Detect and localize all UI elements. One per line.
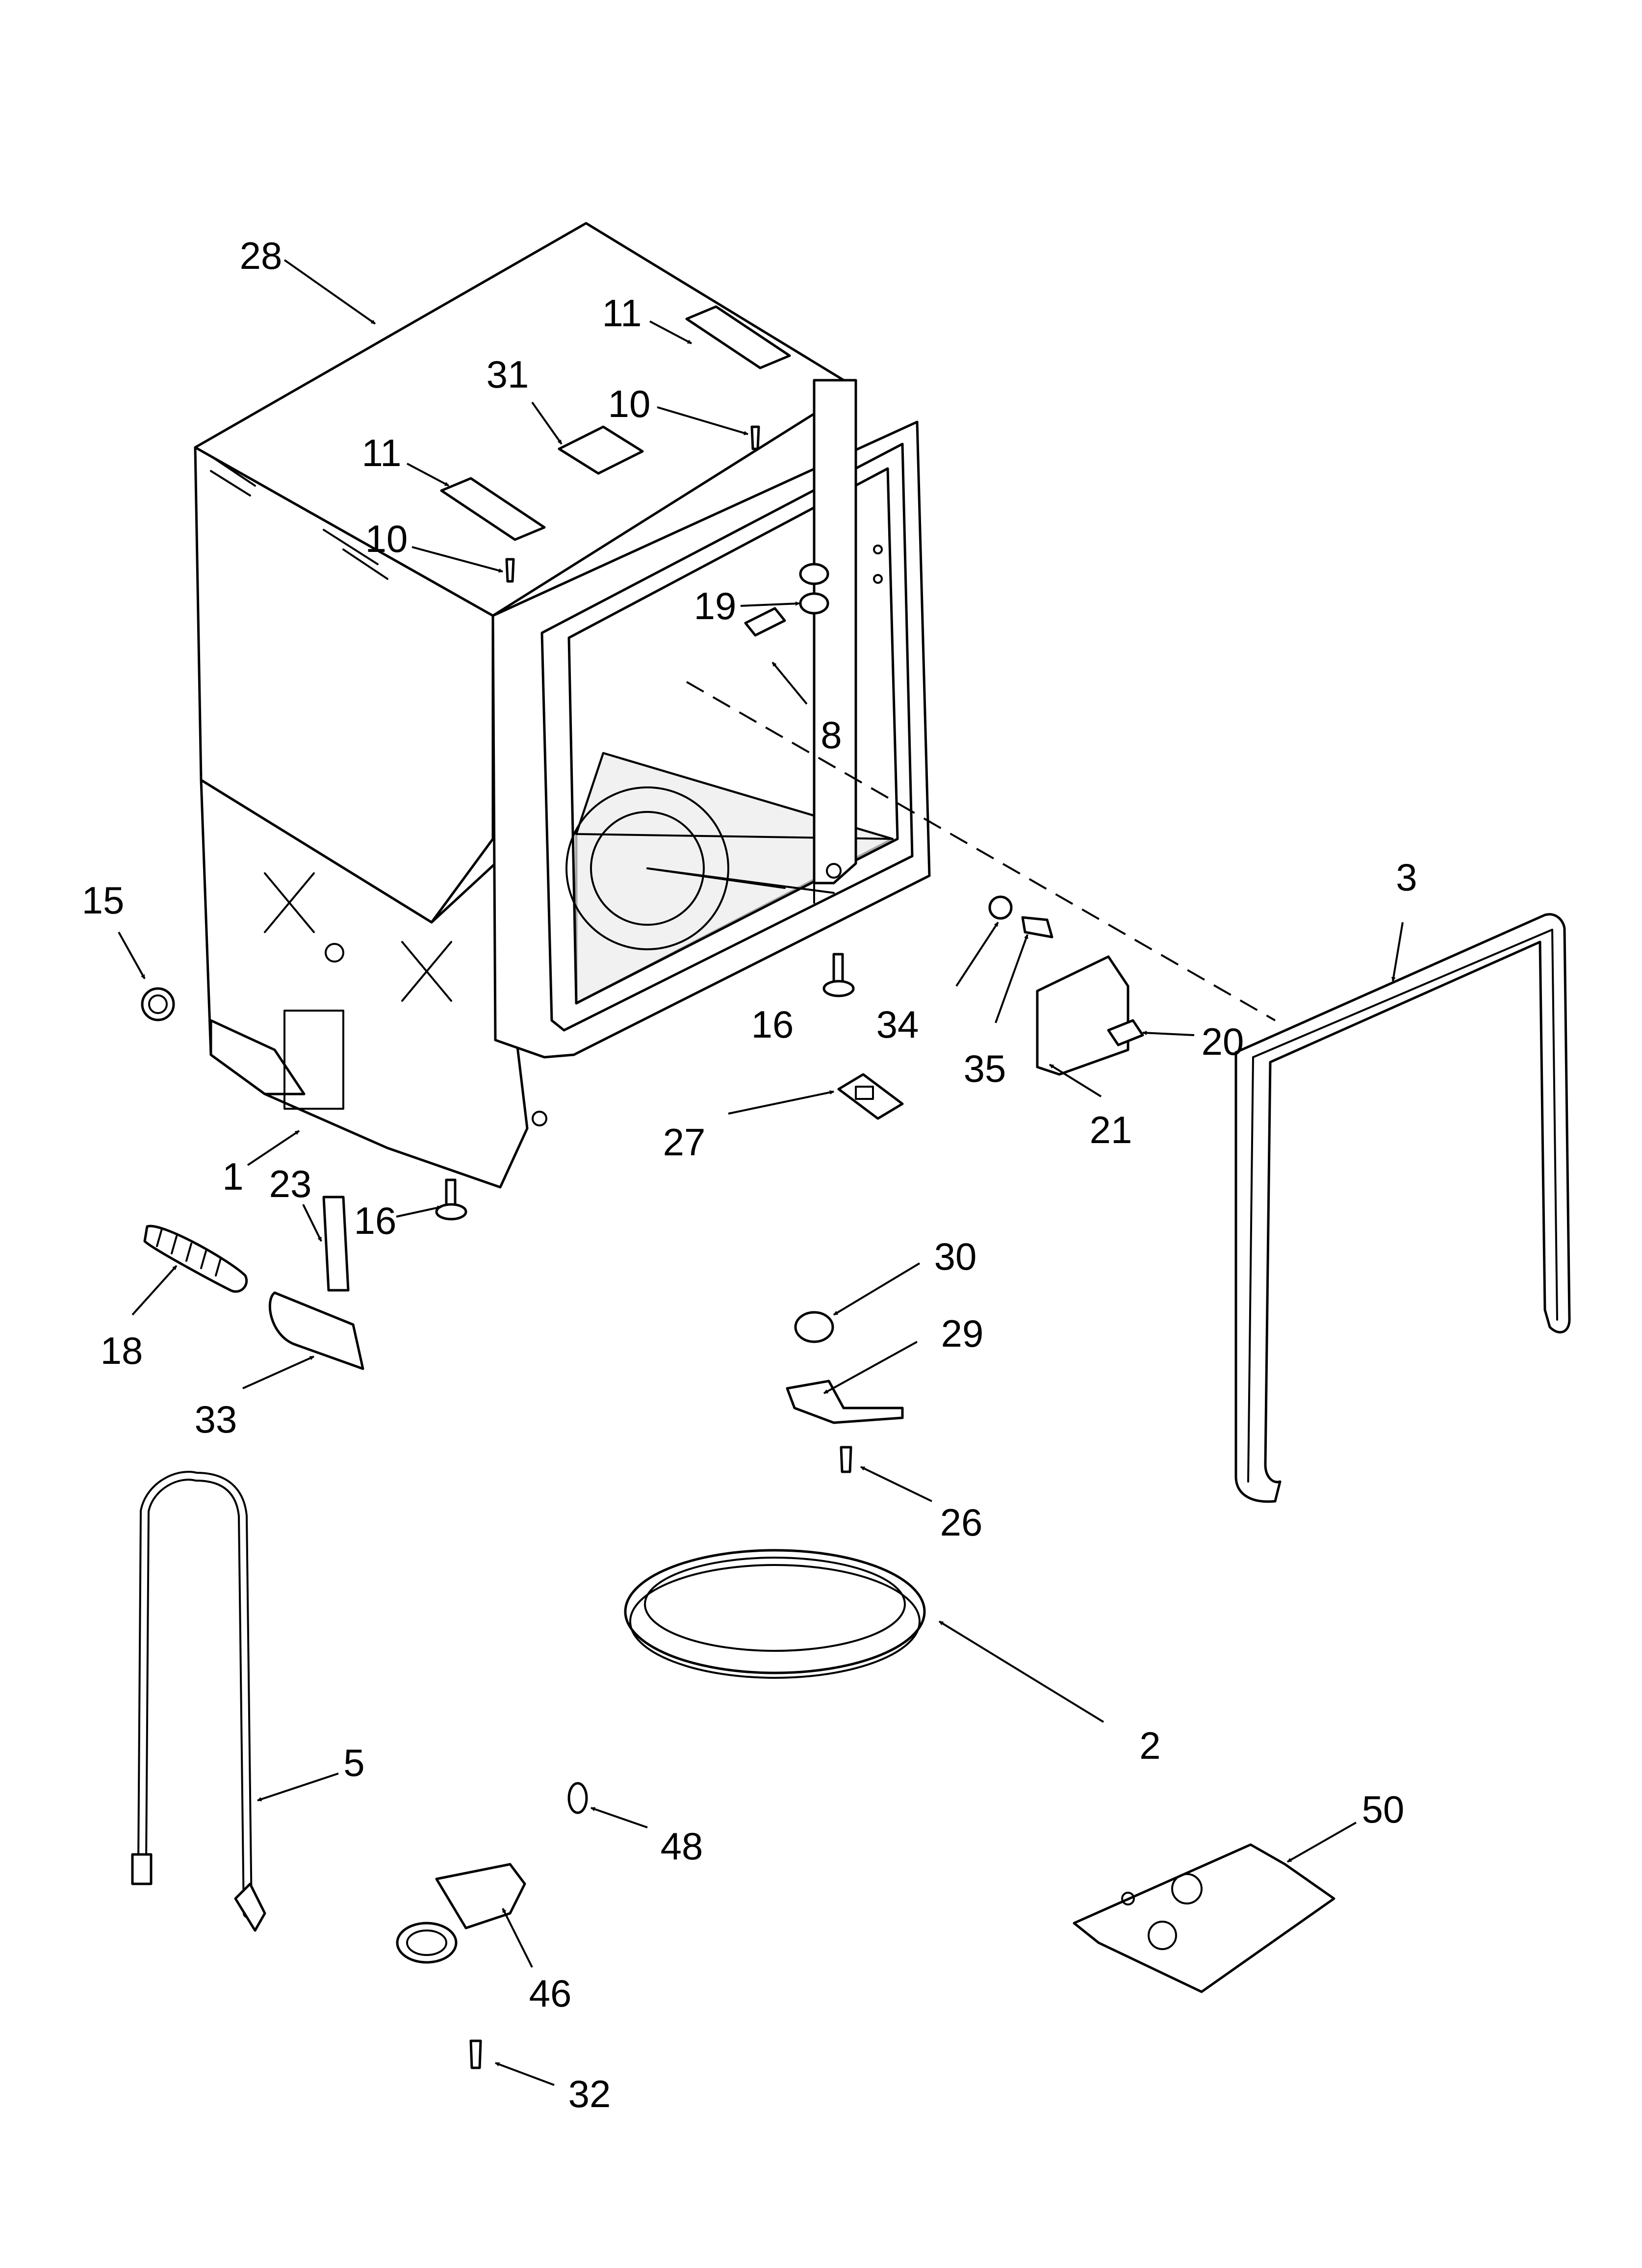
callout-label: 16 [751,1003,794,1046]
callout-label: 20 [1202,1020,1244,1063]
callout-label: 2 [1139,1724,1160,1767]
callout-label: 5 [343,1741,364,1784]
callout-label: 1 [222,1155,243,1198]
wire-harness [131,1471,266,1932]
spring [143,1225,248,1293]
callout-label: 15 [82,879,125,922]
callout-label: 11 [362,431,402,474]
callout-label: 8 [821,713,842,756]
leader-lines [118,259,1404,2086]
hose-clamp [567,1782,588,1814]
bolt [1021,916,1053,938]
callout-label: 50 [1362,1788,1405,1831]
callout-labels: 28 11 31 10 11 10 19 8 3 15 16 34 20 35 … [82,234,1417,2115]
callout-label: 32 [568,2072,611,2115]
callout-label: 3 [1396,856,1417,899]
callout-label: 48 [661,1825,703,1868]
callout-label: 34 [876,1003,919,1046]
callout-label: 26 [940,1501,983,1544]
screw-26 [840,1446,852,1473]
callout-label: 35 [964,1047,1006,1090]
callout-label: 10 [608,382,651,425]
insulation-strip [322,1196,350,1292]
callout-label: 29 [941,1312,984,1355]
sensor-bracket [786,1380,904,1424]
sensor [794,1311,834,1343]
pad [268,1291,364,1370]
callout-label: 21 [1090,1108,1132,1151]
callout-label: 11 [602,291,642,335]
door-gasket [1234,913,1571,1503]
callout-label: 30 [934,1235,977,1278]
callout-label: 23 [269,1162,312,1205]
hardware-bag [1073,1843,1335,1993]
callout-label: 10 [365,517,408,560]
screw-right [1107,1019,1144,1046]
star-washer [988,895,1013,920]
hinge-bracket [440,305,791,541]
screw-32 [469,2039,482,2069]
callout-label: 27 [663,1121,706,1164]
callout-label: 46 [529,1972,572,2015]
tub-assembly [194,222,931,1189]
grommet [141,987,175,1021]
bracket [1036,955,1129,1076]
filter-ring [624,1549,926,1679]
callout-label: 33 [195,1398,237,1441]
clip [837,1073,904,1120]
stud [435,953,855,1221]
callout-label: 31 [487,353,529,396]
roller-assembly [744,545,883,637]
callout-label: 18 [101,1329,143,1372]
callout-label: 28 [240,234,282,277]
callout-label: 19 [694,584,737,627]
callout-label: 16 [354,1199,397,1242]
screw [505,425,760,583]
alignment-line [686,681,1276,1021]
